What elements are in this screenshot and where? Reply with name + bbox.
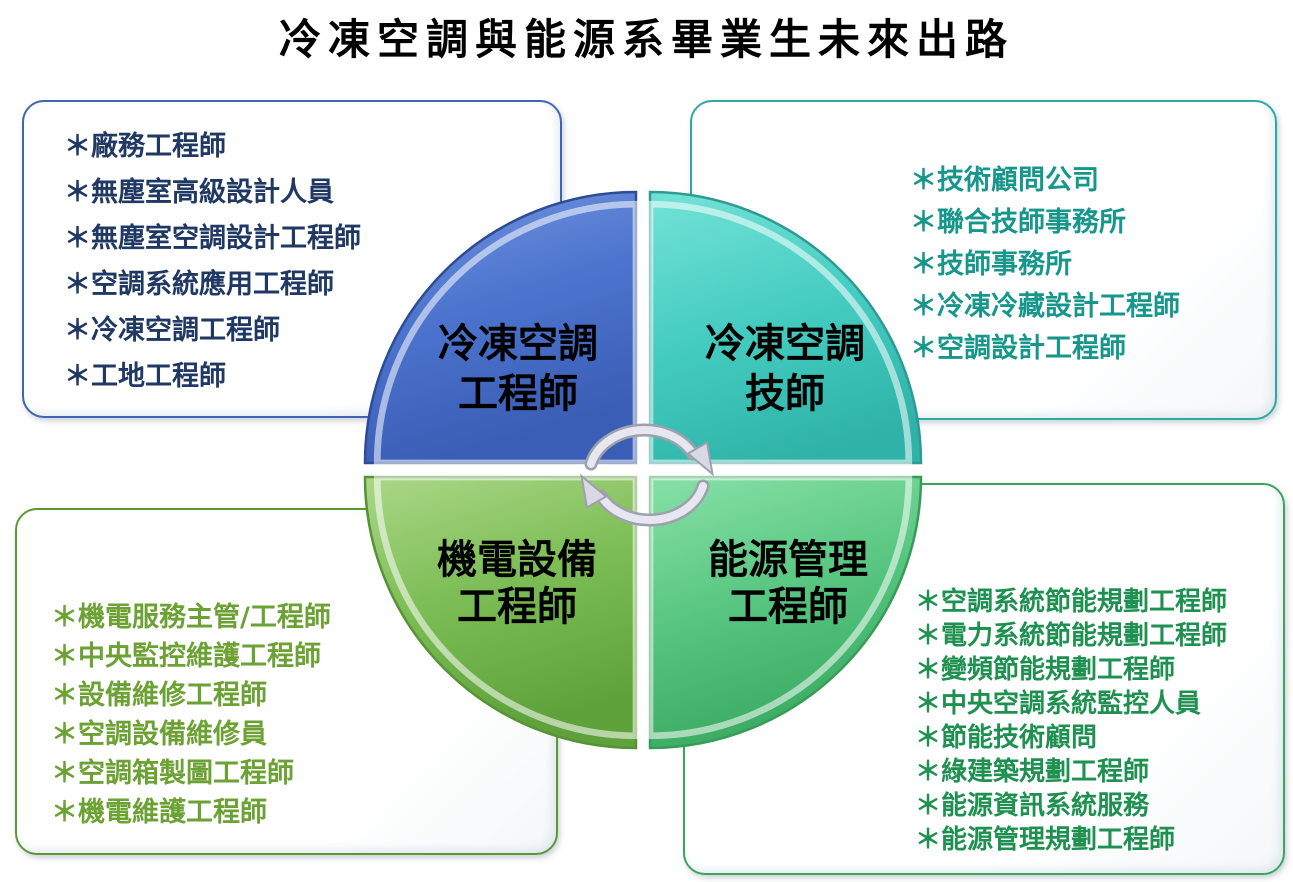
list-item: ＊空調箱製圖工程師 [51, 758, 294, 789]
rotation-cycle-arrows-icon [580, 423, 714, 527]
quadrant-label-top-right-line1: 冷凍空調 [705, 320, 865, 367]
list-item: ＊工地工程師 [64, 361, 226, 392]
quadrant-top-right [646, 190, 923, 467]
quadrant-label-top-left-line2: 工程師 [458, 370, 578, 417]
list-item: ＊空調設備維修員 [51, 719, 267, 750]
cycle-matrix-diagram: 冷凍空調 工程師 冷凍空調 技師 機電設備 工程師 能源管理 工程師 [363, 190, 923, 750]
list-item: ＊無塵室高級設計人員 [64, 177, 334, 208]
list-item: ＊變頻節能規劃工程師 [915, 655, 1176, 685]
list-item: ＊聯合技師事務所 [910, 207, 1126, 238]
careers-list: ＊廠務工程師 ＊無塵室高級設計人員 ＊無塵室空調設計工程師 ＊空調系統應用工程師 ＊冷凍… [24, 102, 560, 400]
quadrant-label-bottom-left-line2: 工程師 [457, 583, 577, 630]
list-item: ＊能源管理規劃工程師 [915, 825, 1176, 855]
quadrant-top-left [363, 190, 640, 467]
careers-list: ＊機電服務主管/工程師 ＊中央監控維護工程師 ＊設備維修工程師 ＊空調設備維修員 ＊空調… [17, 510, 556, 832]
quadrant-label-bottom-right-line2: 工程師 [728, 583, 848, 630]
page-title: 冷凍空調與能源系畢業生未來出路 [278, 15, 1014, 64]
list-item: ＊空調系統應用工程師 [64, 269, 334, 300]
quadrant-label-bottom-left-line1: 機電設備 [437, 536, 597, 583]
quadrant-label-bottom-right-line1: 能源管理 [708, 536, 868, 583]
list-item: ＊設備維修工程師 [51, 680, 267, 711]
careers-list: ＊空調系統節能規劃工程師 ＊電力系統節能規劃工程師 ＊變頻節能規劃工程師 ＊中央空調系… [685, 485, 1283, 857]
list-item: ＊無塵室空調設計工程師 [64, 223, 361, 254]
list-item: ＊機電服務主管/工程師 [51, 602, 331, 633]
list-item: ＊機電維護工程師 [51, 797, 267, 828]
list-item: ＊技師事務所 [910, 249, 1072, 280]
list-item: ＊能源資訊系統服務 [915, 791, 1150, 821]
list-item: ＊電力系統節能規劃工程師 [915, 621, 1228, 651]
quadrant-label-top-right-line2: 技師 [745, 370, 825, 417]
list-item: ＊中央監控維護工程師 [51, 641, 321, 672]
list-item: ＊冷凍冷藏設計工程師 [910, 291, 1180, 322]
list-item: ＊技術顧問公司 [910, 165, 1099, 196]
quadrant-bottom-right [646, 473, 923, 750]
list-item: ＊空調設計工程師 [910, 333, 1126, 364]
list-item: ＊節能技術顧問 [915, 723, 1098, 753]
list-item: ＊廠務工程師 [64, 131, 226, 162]
list-item: ＊空調系統節能規劃工程師 [915, 587, 1228, 617]
careers-list: ＊技術顧問公司 ＊聯合技師事務所 ＊技師事務所 ＊冷凍冷藏設計工程師 ＊空調設計工程師 [692, 102, 1275, 370]
quadrant-bottom-left [363, 473, 640, 750]
list-item: ＊綠建築規劃工程師 [915, 757, 1150, 787]
list-item: ＊冷凍空調工程師 [64, 315, 280, 346]
quadrant-label-top-left-line1: 冷凍空調 [438, 320, 598, 367]
list-item: ＊中央空調系統監控人員 [915, 689, 1202, 719]
